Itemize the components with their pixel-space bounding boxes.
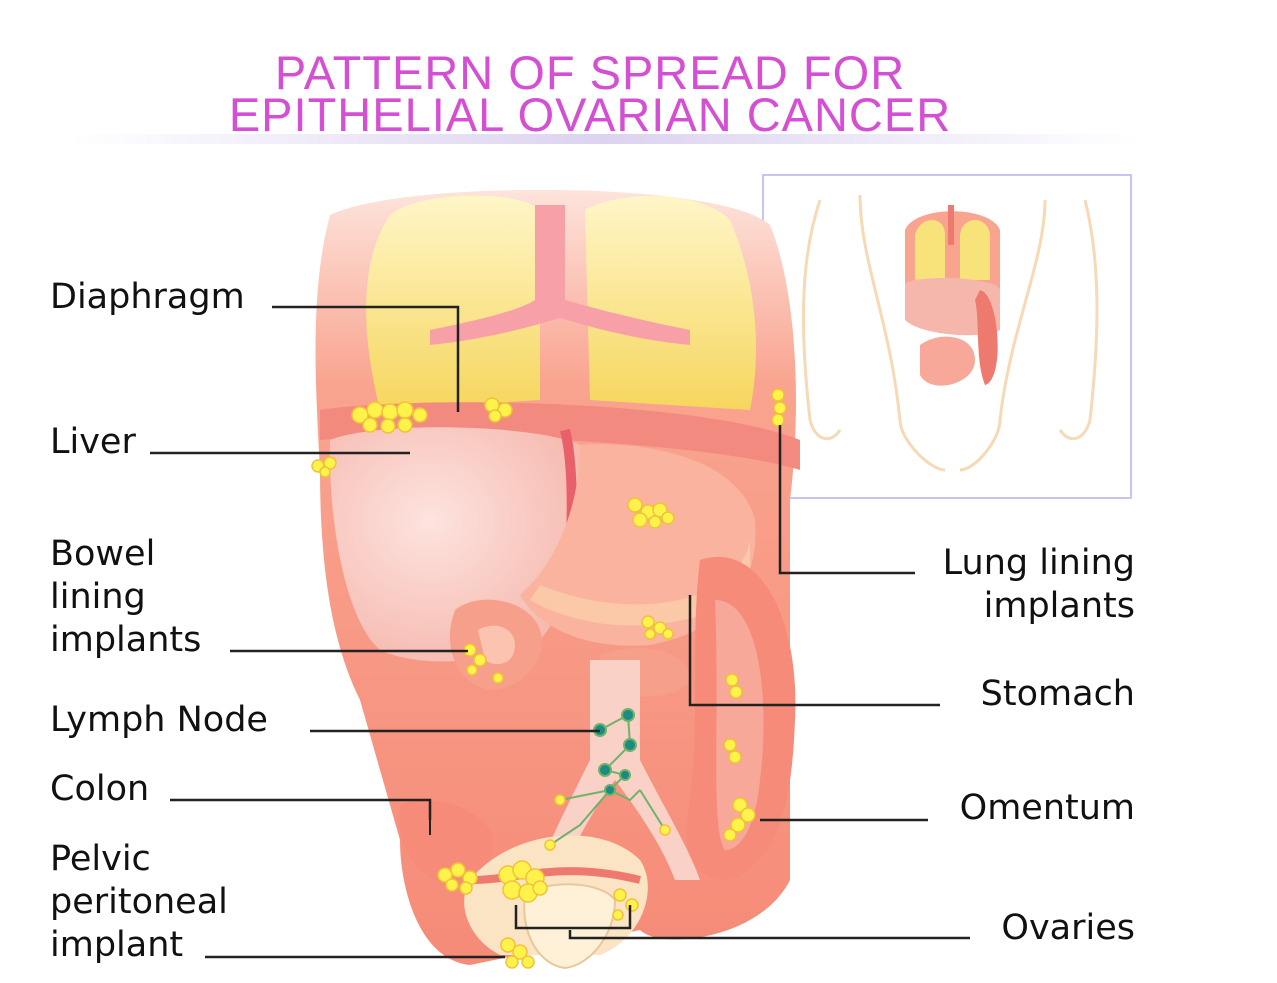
left-lung [366, 195, 540, 410]
label-omentum: Omentum [959, 788, 1135, 828]
implant-lung-right [771, 388, 787, 427]
label-stomach: Stomach [980, 674, 1135, 714]
implant-stomach [627, 497, 675, 529]
implant-pelvic-left [437, 862, 478, 895]
label-lymph-node: Lymph Node [50, 700, 268, 740]
right-lung [585, 196, 756, 410]
leader-lung [778, 425, 915, 575]
implant-ovary-left [498, 860, 548, 903]
tumor-implants [311, 388, 787, 969]
implant-diaphragm-left [351, 401, 428, 434]
leader-ovaries [568, 930, 970, 940]
lymph-node-network [549, 708, 666, 846]
trachea [430, 205, 690, 345]
title-line-1: PATTERN OF SPREAD FOR [274, 46, 906, 99]
title-line-2: EPITHELIAL OVARIAN CANCER [228, 88, 952, 141]
liver [329, 427, 582, 662]
label-ovaries: Ovaries [1001, 908, 1135, 948]
inset-body-outline [762, 174, 1132, 499]
implant-stomach-lower [641, 615, 674, 640]
label-pelvic-peritoneal-implant: Pelvic peritoneal implant [50, 839, 228, 965]
aorta [535, 660, 700, 880]
uterus [523, 883, 617, 970]
label-diaphragm: Diaphragm [50, 277, 245, 317]
label-lung-lining-implants: Lung lining implants [942, 543, 1135, 626]
implant-pelvic-bottom [500, 937, 535, 969]
label-colon: Colon [50, 769, 150, 809]
colon [399, 800, 493, 885]
implant-diaphragm-center [484, 397, 513, 423]
diaphragm [320, 402, 800, 470]
implant-bowel [463, 643, 504, 684]
leader-diaphragm [272, 305, 460, 412]
implant-liver-left [311, 456, 337, 478]
leader-stomach [688, 595, 940, 707]
implant-omentum [723, 673, 756, 842]
leader-ovaries-bracket [514, 905, 632, 930]
label-liver: Liver [50, 422, 136, 462]
leader-lines [150, 305, 970, 959]
label-bowel-lining-implants: Bowel lining implants [50, 534, 202, 660]
leader-colon [170, 798, 432, 820]
implant-lymph-area [544, 794, 671, 851]
title-underline [70, 134, 1140, 144]
